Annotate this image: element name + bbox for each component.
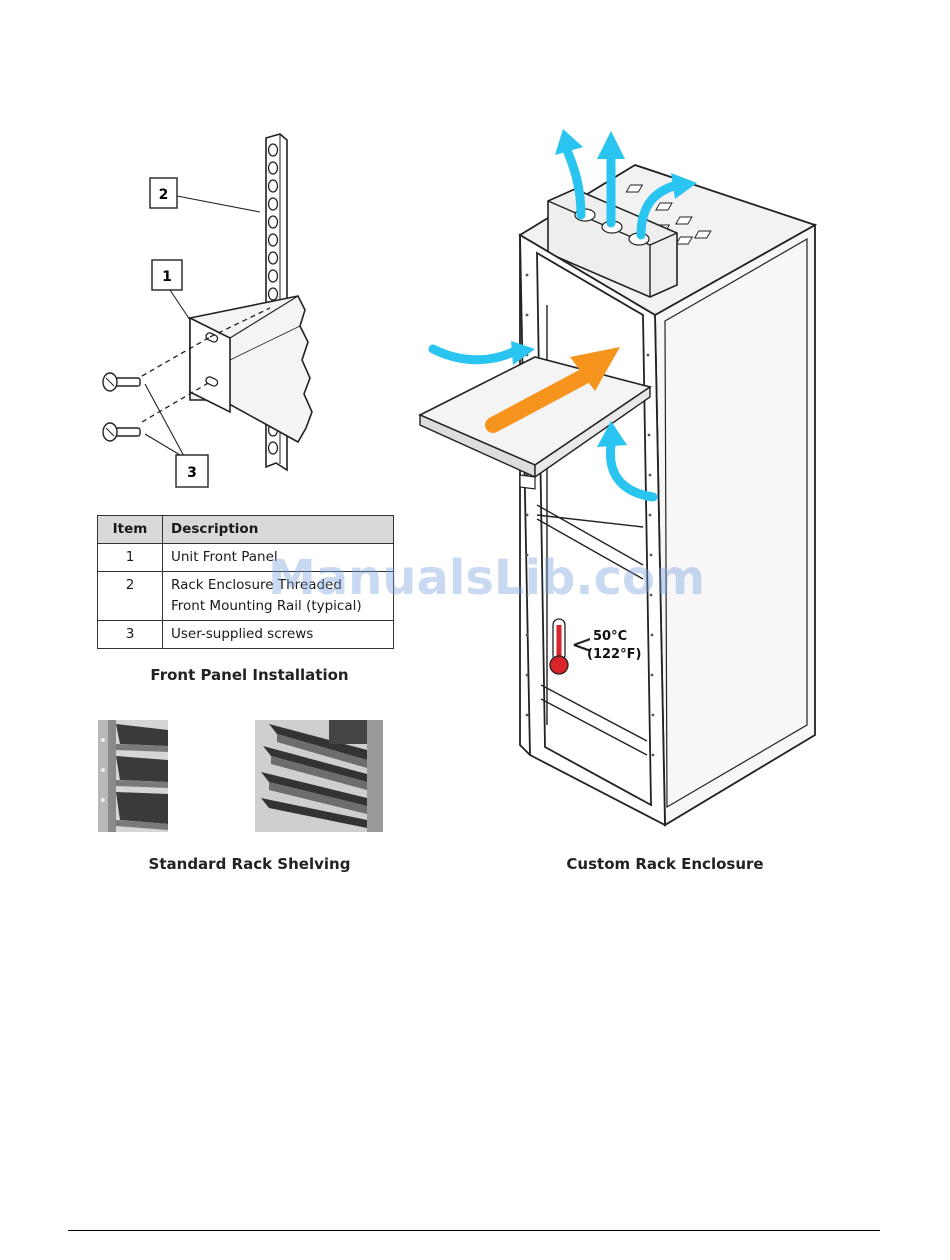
- rack-shelving-photo-right: [255, 720, 383, 832]
- item-description-table: Item Description 1 Unit Front Panel 2 Ra…: [97, 515, 394, 649]
- screw-icon: [103, 373, 140, 391]
- screw-icon: [103, 423, 140, 441]
- svg-text:3: 3: [187, 465, 197, 481]
- caption-custom-rack-enclosure: Custom Rack Enclosure: [540, 855, 790, 873]
- table-row: 2 Rack Enclosure Threaded Front Mounting…: [98, 572, 394, 621]
- row-description: Unit Front Panel: [163, 544, 394, 572]
- table-row: 3 User-supplied screws: [98, 621, 394, 649]
- front-panel-installation-figure: 2 1 3: [90, 130, 330, 490]
- header-description: Description: [163, 516, 394, 544]
- callout-2: 2: [150, 178, 177, 208]
- header-item: Item: [98, 516, 163, 544]
- footer-divider: [68, 1230, 880, 1231]
- row-description: Rack Enclosure Threaded Front Mounting R…: [163, 572, 394, 621]
- svg-text:1: 1: [162, 269, 172, 285]
- row-item: 1: [98, 544, 163, 572]
- temperature-fahrenheit: (122°F): [587, 647, 641, 662]
- svg-text:2: 2: [159, 187, 169, 203]
- callout-3: 3: [176, 455, 208, 487]
- caption-standard-rack-shelving: Standard Rack Shelving: [97, 855, 402, 873]
- row-item: 3: [98, 621, 163, 649]
- table-row: 1 Unit Front Panel: [98, 544, 394, 572]
- callout-1: 1: [152, 260, 182, 290]
- rack-shelving-photo-left: [98, 720, 168, 832]
- custom-rack-enclosure-figure: < 50°C (122°F): [415, 125, 825, 840]
- row-description: User-supplied screws: [163, 621, 394, 649]
- thermometer-icon: [550, 619, 568, 674]
- row-item: 2: [98, 572, 163, 621]
- table-header-row: Item Description: [98, 516, 394, 544]
- caption-front-panel-installation: Front Panel Installation: [97, 666, 402, 684]
- temperature-celsius: 50°C: [593, 629, 627, 644]
